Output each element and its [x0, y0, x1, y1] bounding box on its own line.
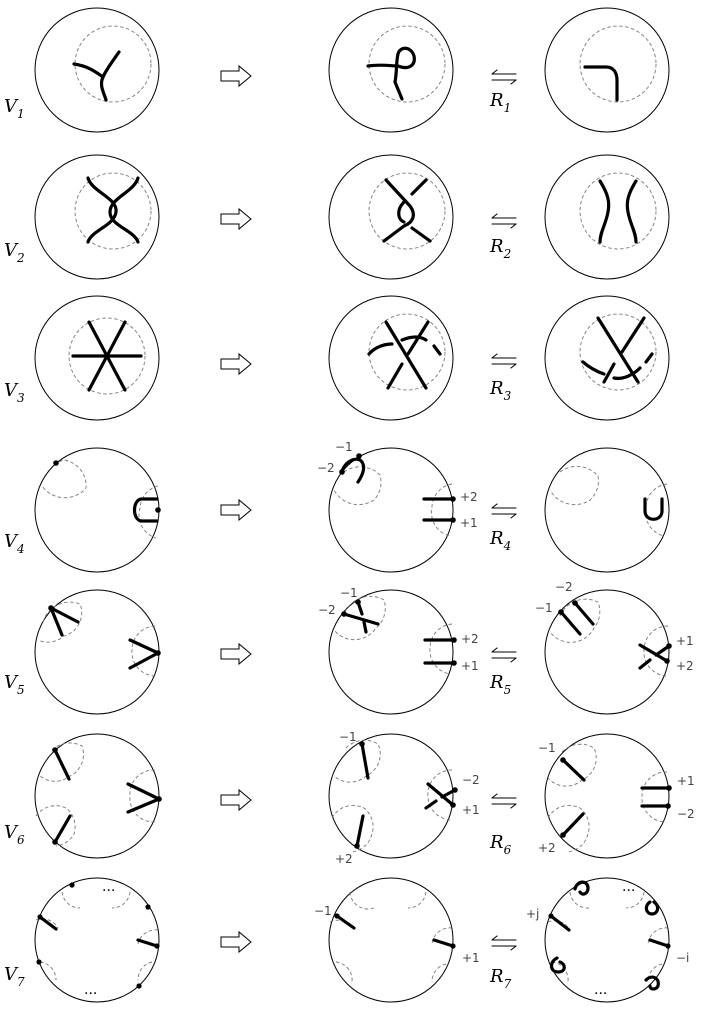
- v2-label: V2: [4, 240, 25, 265]
- svg-text:+1: +1: [461, 659, 479, 673]
- equivalence-harpoons: [491, 503, 517, 519]
- label-plus-2: +2: [460, 490, 478, 504]
- v1-label: V1: [4, 96, 25, 121]
- implies-arrow: [220, 64, 252, 88]
- row-2: V2 R2: [4, 154, 670, 280]
- equivalence-harpoons: [491, 353, 517, 369]
- middle-diagram-1: [328, 7, 454, 133]
- v4-diagram: [34, 447, 161, 573]
- v1-diagram: [34, 7, 160, 133]
- right-diagram-7: ... ... +j −i: [526, 877, 689, 1003]
- v3-diagram: [34, 295, 160, 421]
- equivalence-harpoons: [491, 647, 517, 663]
- v6-diagram: [34, 733, 162, 859]
- implies-arrow: [220, 788, 252, 812]
- svg-text:−1: −1: [538, 741, 556, 755]
- svg-text:+1: +1: [462, 951, 480, 965]
- label-plus-1: +1: [460, 516, 478, 530]
- r4-label: R4: [489, 528, 511, 553]
- right-diagram-4: [544, 447, 670, 573]
- svg-text:+2: +2: [335, 852, 353, 866]
- svg-text:−2: −2: [555, 580, 573, 594]
- row-4: V4 −1 −2 +2 +1 R4: [4, 440, 670, 573]
- svg-text:−i: −i: [676, 951, 689, 965]
- r5-label: R5: [489, 672, 511, 697]
- equivalence-harpoons: [491, 793, 517, 809]
- implies-arrow: [220, 498, 252, 522]
- implies-arrow: [220, 207, 252, 231]
- r7-label: R7: [489, 966, 512, 991]
- v7-label: V7: [4, 964, 25, 989]
- row-6: V6 −1 −2 +1 +2 R6: [4, 730, 695, 866]
- row-5: V5 −1 −2 +2 +1 R5: [4, 580, 694, 715]
- right-diagram-5: −2 −1 +1 +2: [535, 580, 694, 715]
- middle-diagram-7: −1 +1: [314, 877, 480, 1003]
- svg-text:−1: −1: [535, 601, 553, 615]
- svg-text:−2: −2: [318, 603, 336, 617]
- svg-text:+2: +2: [461, 632, 479, 646]
- right-diagram-1: [544, 7, 670, 133]
- r2-label: R2: [489, 236, 511, 261]
- equivalence-harpoons: [491, 213, 517, 229]
- svg-text:+1: +1: [677, 774, 695, 788]
- r1-label: R1: [489, 90, 511, 115]
- row-7: ... ... V7 −1 +1 R7: [4, 877, 689, 1003]
- right-diagram-3: [544, 295, 670, 421]
- right-diagram-2: [544, 154, 670, 280]
- v6-label: V6: [4, 822, 25, 847]
- boundary-point: [155, 507, 161, 513]
- svg-text:−2: −2: [462, 773, 480, 787]
- r3-label: R3: [489, 378, 512, 403]
- v5-diagram: [34, 589, 161, 715]
- v4-label: V4: [4, 531, 25, 556]
- svg-text:+j: +j: [526, 907, 539, 921]
- row-1: V1 R1: [4, 7, 670, 133]
- middle-diagram-5: −1 −2 +2 +1: [318, 586, 479, 715]
- svg-text:...: ...: [622, 879, 635, 895]
- row-3: V3 R3: [4, 295, 670, 421]
- middle-diagram-6: −1 −2 +1 +2: [328, 730, 480, 866]
- equivalence-harpoons: [491, 69, 517, 85]
- svg-text:+2: +2: [538, 841, 556, 855]
- label-minus-2: −2: [317, 461, 335, 475]
- r6-label: R6: [489, 832, 512, 857]
- middle-diagram-4: −1 −2 +2 +1: [317, 440, 478, 573]
- svg-text:...: ...: [594, 982, 607, 998]
- label-minus-1: −1: [335, 440, 353, 454]
- svg-text:+1: +1: [462, 803, 480, 817]
- ellipsis-bottom: ...: [84, 982, 97, 998]
- v3-label: V3: [4, 380, 25, 405]
- svg-text:+1: +1: [676, 634, 694, 648]
- middle-diagram-2: [328, 154, 454, 280]
- svg-text:+2: +2: [676, 659, 694, 673]
- svg-text:−1: −1: [340, 586, 358, 600]
- right-diagram-6: −1 +1 −2 +2: [538, 733, 695, 859]
- svg-text:−2: −2: [677, 807, 695, 821]
- v5-label: V5: [4, 672, 25, 697]
- svg-text:−1: −1: [339, 730, 357, 744]
- v7-diagram: ... ...: [34, 877, 160, 1003]
- ellipsis-top: ...: [102, 879, 115, 895]
- implies-arrow: [220, 642, 252, 666]
- middle-diagram-3: [328, 295, 454, 421]
- equivalence-harpoons: [491, 935, 517, 951]
- v2-diagram: [34, 154, 160, 280]
- implies-arrow: [220, 352, 252, 376]
- boundary-point: [53, 460, 59, 466]
- svg-text:−1: −1: [314, 904, 332, 918]
- implies-arrow: [220, 930, 252, 954]
